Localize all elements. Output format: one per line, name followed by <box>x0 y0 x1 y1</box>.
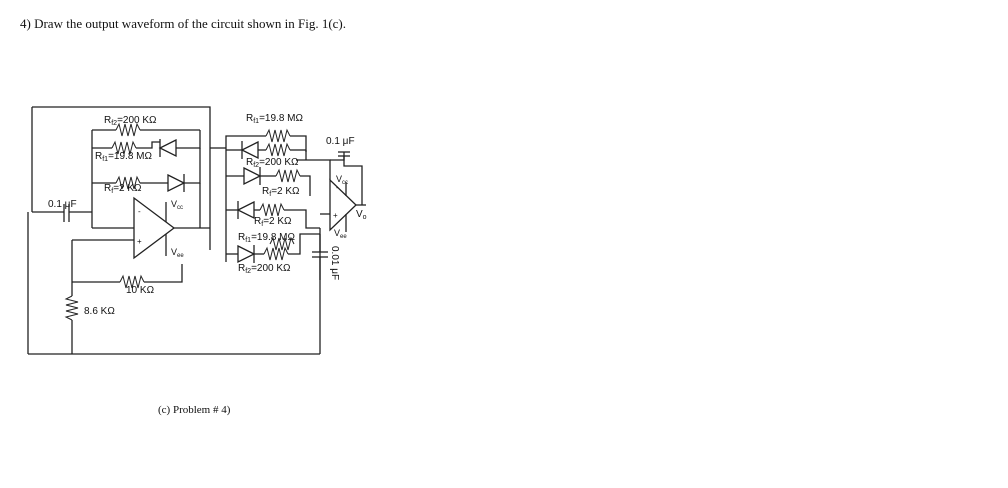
svg-text:8.6 KΩ: 8.6 KΩ <box>84 306 115 317</box>
svg-text:Rf=2 KΩ: Rf=2 KΩ <box>104 183 142 195</box>
svg-text:Vee: Vee <box>171 247 184 259</box>
resistor-8k6 <box>64 282 79 354</box>
svg-text:Vee: Vee <box>334 228 347 240</box>
svg-text:+: + <box>333 211 338 220</box>
svg-text:0.01 μF: 0.01 μF <box>329 246 340 280</box>
svg-text:+: + <box>137 237 142 246</box>
svg-text:Rf=2 KΩ: Rf=2 KΩ <box>262 186 300 198</box>
svg-text:Rf2=200 KΩ: Rf2=200 KΩ <box>246 157 299 169</box>
svg-text:Rf1=19.8 MΩ: Rf1=19.8 MΩ <box>238 232 295 244</box>
capacitor-left <box>32 204 92 222</box>
resistor-10k <box>72 264 183 289</box>
svg-text:0.1 μF: 0.1 μF <box>326 136 355 147</box>
figure-caption: (c) Problem # 4) <box>158 404 231 416</box>
outer-wiring <box>27 106 321 355</box>
capacitor-left-label: 0.1 μF <box>48 199 77 210</box>
svg-text:Vcc: Vcc <box>171 199 183 211</box>
question-text: 4) Draw the output waveform of the circu… <box>20 16 347 31</box>
opamp-right <box>312 151 366 280</box>
svg-text:Vo: Vo <box>356 209 367 221</box>
svg-text:Rf2=200 KΩ: Rf2=200 KΩ <box>238 263 291 275</box>
opamp-left <box>71 196 210 282</box>
svg-text:Rf1=19.8 MΩ: Rf1=19.8 MΩ <box>95 151 152 163</box>
svg-text:-: - <box>138 207 141 216</box>
svg-text:Rf2=200 KΩ: Rf2=200 KΩ <box>104 115 157 127</box>
svg-text:Rf1=19.8 MΩ: Rf1=19.8 MΩ <box>246 113 303 125</box>
right-feedback-network <box>210 128 320 264</box>
svg-text:Rf=2 KΩ: Rf=2 KΩ <box>254 216 292 228</box>
svg-text:10 KΩ: 10 KΩ <box>126 285 155 296</box>
svg-text:Vcc: Vcc <box>336 174 348 186</box>
left-feedback-network <box>91 122 201 228</box>
svg-text:-: - <box>336 183 339 192</box>
